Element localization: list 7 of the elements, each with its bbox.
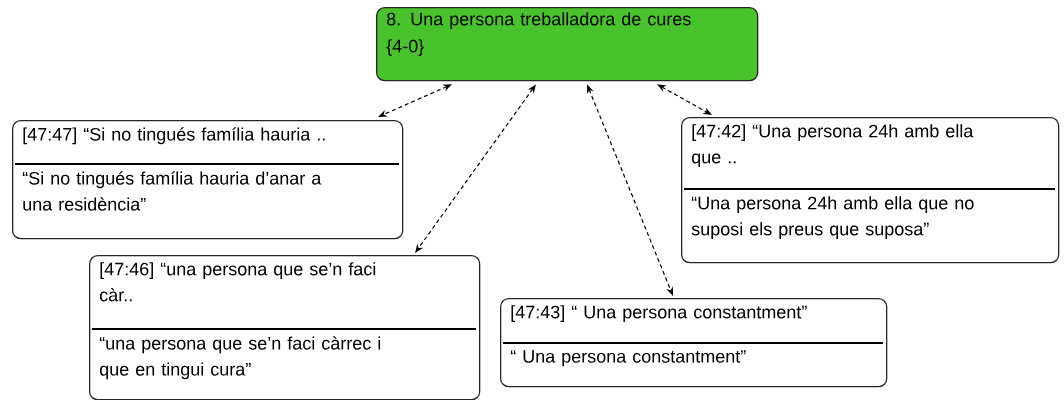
quote-box: [47:47] “Si no tingués família hauria .. “Si no tingués família hauria d’anar a una residència” — [12, 120, 404, 240]
topic-box: 8. Una persona treballadora de cures {4-0} — [376, 7, 759, 82]
arrow — [657, 84, 712, 115]
quote-box: [47:43] “ Una persona constantment” “ Una persona constantment” — [500, 298, 888, 388]
quote-box: [47:46] “una persona que se’n faci càr.. “una persona que se’n faci càrrec i que en tingui cura” — [89, 255, 481, 400]
arrow — [378, 84, 452, 117]
quote-box: [47:42] “Una persona 24h amb ella que .. “Una persona 24h amb ella que no suposi els preus que suposa” — [681, 117, 1060, 264]
